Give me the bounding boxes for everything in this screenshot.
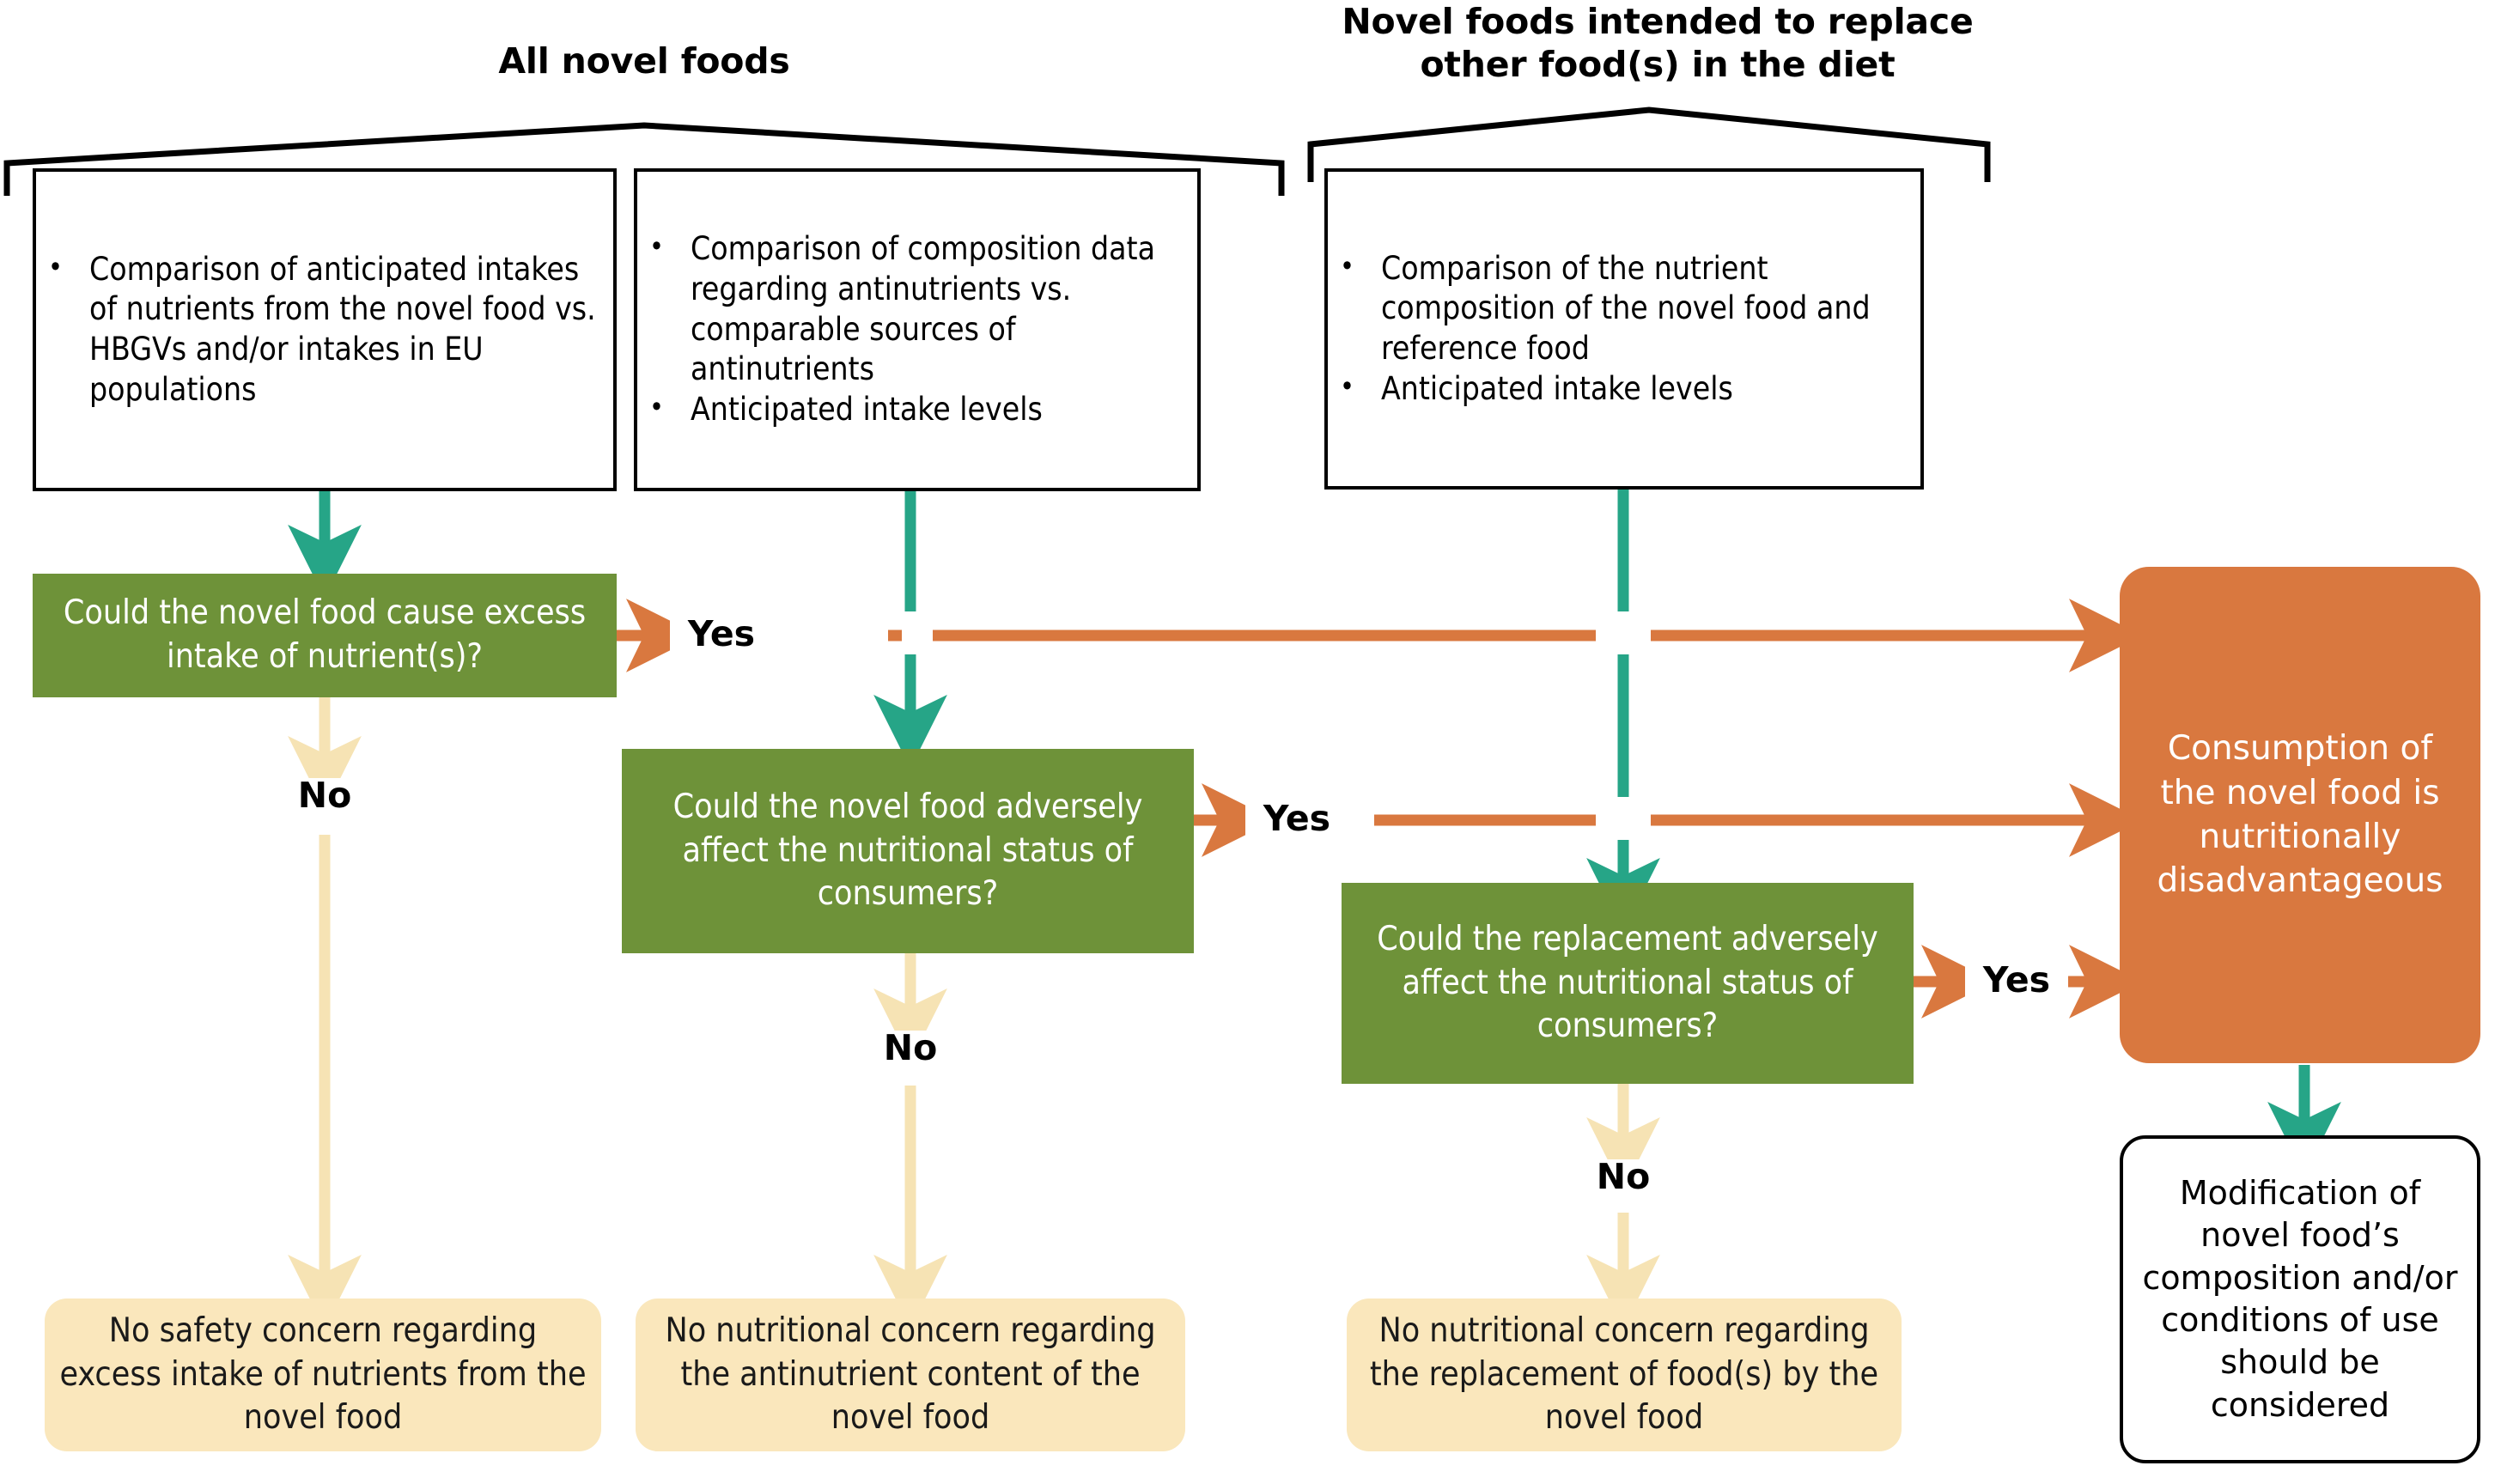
decision-nutritional-status[interactable]: Could the novel food adversely affect th… — [622, 749, 1194, 953]
edge-label-yes-1: Yes — [670, 617, 773, 652]
group-title-replacement-foods: Novel foods intended to replace other fo… — [1271, 0, 2044, 86]
bracket-right-group — [1307, 106, 1991, 182]
edge-label-yes-2: Yes — [1245, 801, 1348, 836]
edge-label-yes-3: Yes — [1965, 963, 2068, 998]
group-title-all-novel-foods: All novel foods — [498, 40, 790, 82]
input-box-antinutrients: Comparison of composition data regarding… — [634, 168, 1201, 491]
bullet-item: Comparison of the nutrient composition o… — [1328, 248, 1920, 369]
terminal-nutritionally-disadvantageous: Consumption of the novel food is nutriti… — [2120, 567, 2480, 1063]
input-bullet-list: Comparison of the nutrient composition o… — [1328, 172, 1920, 486]
outcome-no-replacement-concern: No nutritional concern regarding the rep… — [1347, 1298, 1902, 1451]
bullet-item: Anticipated intake levels — [1328, 368, 1920, 410]
input-bullet-list: Comparison of composition data regarding… — [637, 172, 1197, 488]
bullet-item: Comparison of composition data regarding… — [637, 228, 1197, 389]
edge-label-no-3: No — [1572, 1159, 1675, 1195]
group-title-replacement-line1: Novel foods intended to replace — [1342, 1, 1974, 42]
outcome-no-safety-concern: No safety concern regarding excess intak… — [45, 1298, 601, 1451]
decision-excess-intake[interactable]: Could the novel food cause excess intake… — [33, 574, 617, 697]
terminal-modification-considered: Modification of novel food’s composition… — [2120, 1135, 2480, 1463]
input-bullet-list: Comparison of anticipated intakes of nut… — [36, 172, 613, 488]
edge-label-no-1: No — [273, 778, 376, 813]
group-title-replacement-line2: other food(s) in the diet — [1420, 44, 1896, 86]
input-box-reference-food: Comparison of the nutrient composition o… — [1324, 168, 1924, 490]
outcome-no-antinutrient-concern: No nutritional concern regarding the ant… — [636, 1298, 1185, 1451]
bullet-item: Comparison of anticipated intakes of nut… — [36, 249, 613, 410]
decision-replacement-status[interactable]: Could the replacement adversely affect t… — [1342, 883, 1914, 1084]
bracket-left-group — [3, 122, 1285, 196]
edge-label-no-2: No — [859, 1031, 962, 1066]
input-box-nutrient-intakes: Comparison of anticipated intakes of nut… — [33, 168, 617, 491]
bullet-item: Anticipated intake levels — [637, 389, 1197, 430]
